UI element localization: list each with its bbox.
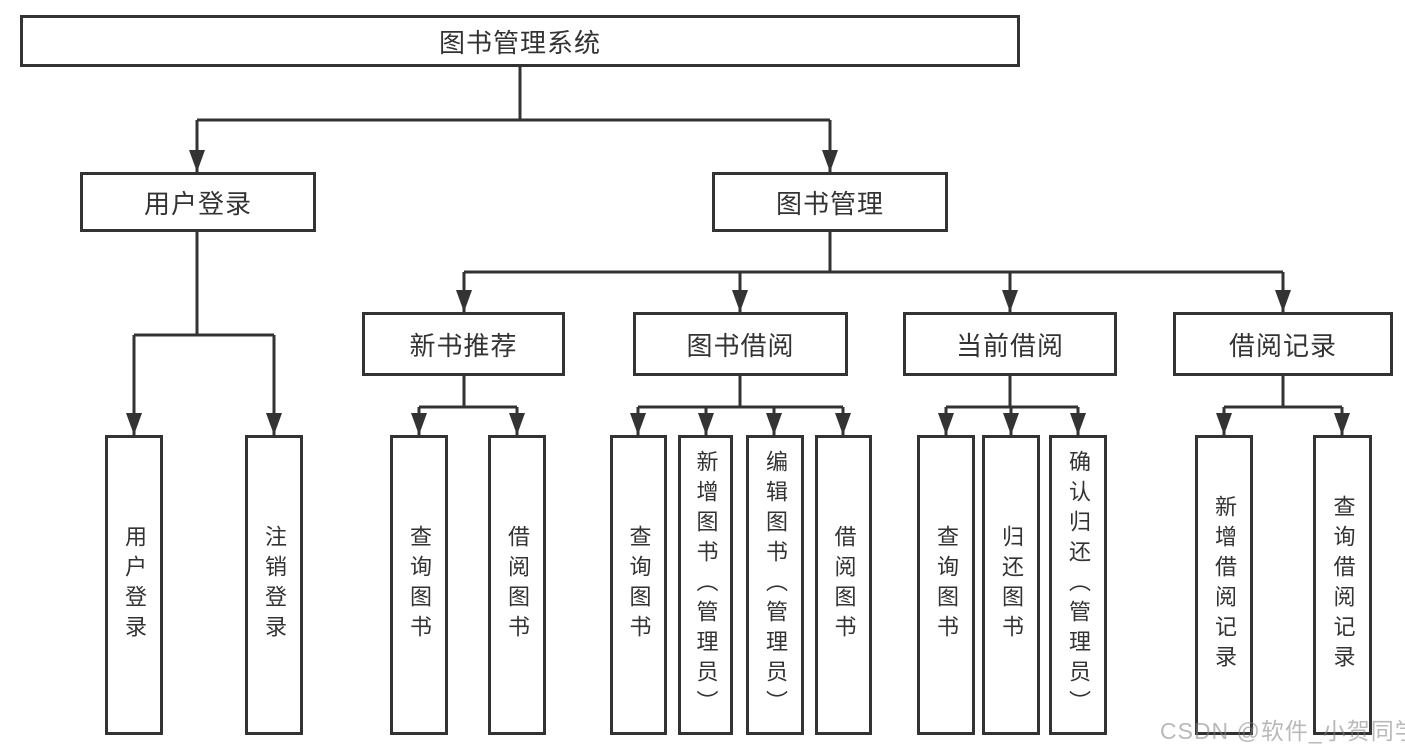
node-library-management-system: 图书管理系统	[20, 15, 1020, 67]
node-book-management: 图书管理	[712, 172, 948, 232]
leaf-add-borrow-record: 新增借阅记录	[1195, 435, 1253, 735]
edge-skeleton	[134, 65, 1342, 409]
leaf-label: 编辑图书（管理员）	[763, 450, 788, 720]
leaf-user-login: 用户登录	[105, 435, 163, 735]
leaf-label: 确认归还（管理员）	[1066, 450, 1091, 720]
node-borrowing-records: 借阅记录	[1173, 312, 1393, 376]
leaf-return-books: 归还图书	[982, 435, 1040, 735]
leaf-label: 借阅图书	[831, 525, 857, 645]
leaf-label: 新增借阅记录	[1212, 495, 1237, 675]
leaf-query-books-borrowing: 查询图书	[610, 435, 667, 735]
leaf-borrow-books: 借阅图书	[815, 435, 872, 735]
leaf-borrow-books-recommend: 借阅图书	[488, 435, 546, 735]
leaf-label: 借阅图书	[505, 525, 530, 645]
csdn-watermark: CSDN @软件_小贺同学	[1160, 718, 1405, 744]
leaf-label: 新增图书（管理员）	[693, 450, 719, 720]
node-user-login: 用户登录	[80, 172, 316, 232]
leaf-label: 查询图书	[407, 525, 432, 645]
leaf-query-borrow-record: 查询借阅记录	[1313, 435, 1372, 735]
leaf-label: 注销登录	[262, 525, 287, 645]
leaf-query-books-current: 查询图书	[917, 435, 975, 735]
node-current-borrowing: 当前借阅	[903, 312, 1117, 376]
leaf-confirm-return-admin: 确认归还（管理员）	[1049, 435, 1107, 735]
leaf-label: 查询图书	[934, 525, 959, 645]
leaf-edit-books-admin: 编辑图书（管理员）	[746, 435, 804, 735]
node-new-book-recommend: 新书推荐	[362, 312, 565, 376]
leaf-add-books-admin: 新增图书（管理员）	[678, 435, 733, 735]
leaf-logout: 注销登录	[245, 435, 303, 735]
leaf-query-books-recommend: 查询图书	[390, 435, 448, 735]
leaf-label: 查询图书	[626, 525, 652, 645]
leaf-label: 用户登录	[122, 525, 147, 645]
node-book-borrowing: 图书借阅	[633, 312, 848, 376]
leaf-label: 查询借阅记录	[1330, 495, 1356, 675]
leaf-label: 归还图书	[999, 525, 1024, 645]
